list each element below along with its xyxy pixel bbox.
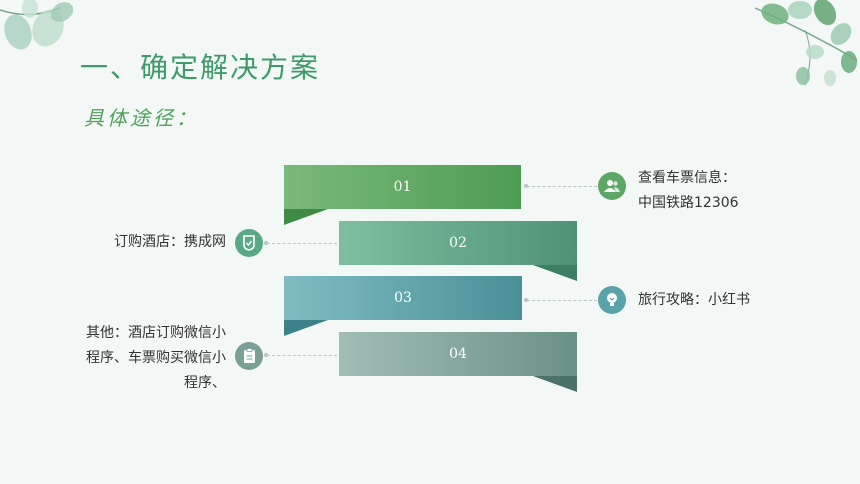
ribbon-fold-01 [284,209,328,225]
page-title: 一、确定解决方案 [80,51,321,84]
step-label-04: 其他：酒店订购微信小 程序、车票购买微信小 程序、 [56,321,226,396]
ribbon-step-04: 04 [339,332,577,376]
step-label-04-line-3: 程序、 [184,375,226,391]
step-label-03-line-1: 旅行攻略：小红书 [638,292,750,308]
ribbon-step-03: 03 [284,276,522,320]
ribbon-fold-03 [284,320,328,336]
connector-dot-03 [524,298,528,302]
ribbon-fold-02 [533,265,577,281]
step-number-02: 02 [449,235,467,251]
connector-dot-02 [264,241,268,245]
ribbon-step-01: 01 [284,165,521,209]
users-icon [598,172,626,200]
section-subtitle: 具体途径： [84,106,199,130]
connector-line-01 [527,186,597,187]
step-label-01-line-2: 中国铁路12306 [638,195,739,211]
leaf-decoration-top-right [754,0,858,86]
step-label-04-line-1: 其他：酒店订购微信小 [86,325,226,341]
connector-line-02 [267,243,337,244]
ribbon-step-02: 02 [339,221,577,265]
connector-dot-01 [524,184,528,188]
step-label-01-line-1: 查看车票信息： [638,170,736,186]
shield-check-icon [235,229,263,257]
step-label-01: 查看车票信息： 中国铁路12306 [638,166,739,216]
connector-line-04 [267,355,337,356]
step-number-04: 04 [449,346,467,362]
connector-line-03 [527,300,597,301]
step-number-03: 03 [394,290,412,306]
step-label-04-line-2: 程序、车票购买微信小 [86,350,226,366]
lightbulb-icon [598,286,626,314]
connector-dot-04 [264,353,268,357]
leaf-decoration-top-left [0,0,74,50]
step-label-02-line-1: 订购酒店：携成网 [114,234,226,250]
step-number-01: 01 [393,179,412,195]
step-label-02: 订购酒店：携成网 [92,230,226,255]
ribbon-fold-04 [533,376,577,392]
clipboard-icon [235,342,263,370]
step-label-03: 旅行攻略：小红书 [638,288,750,313]
